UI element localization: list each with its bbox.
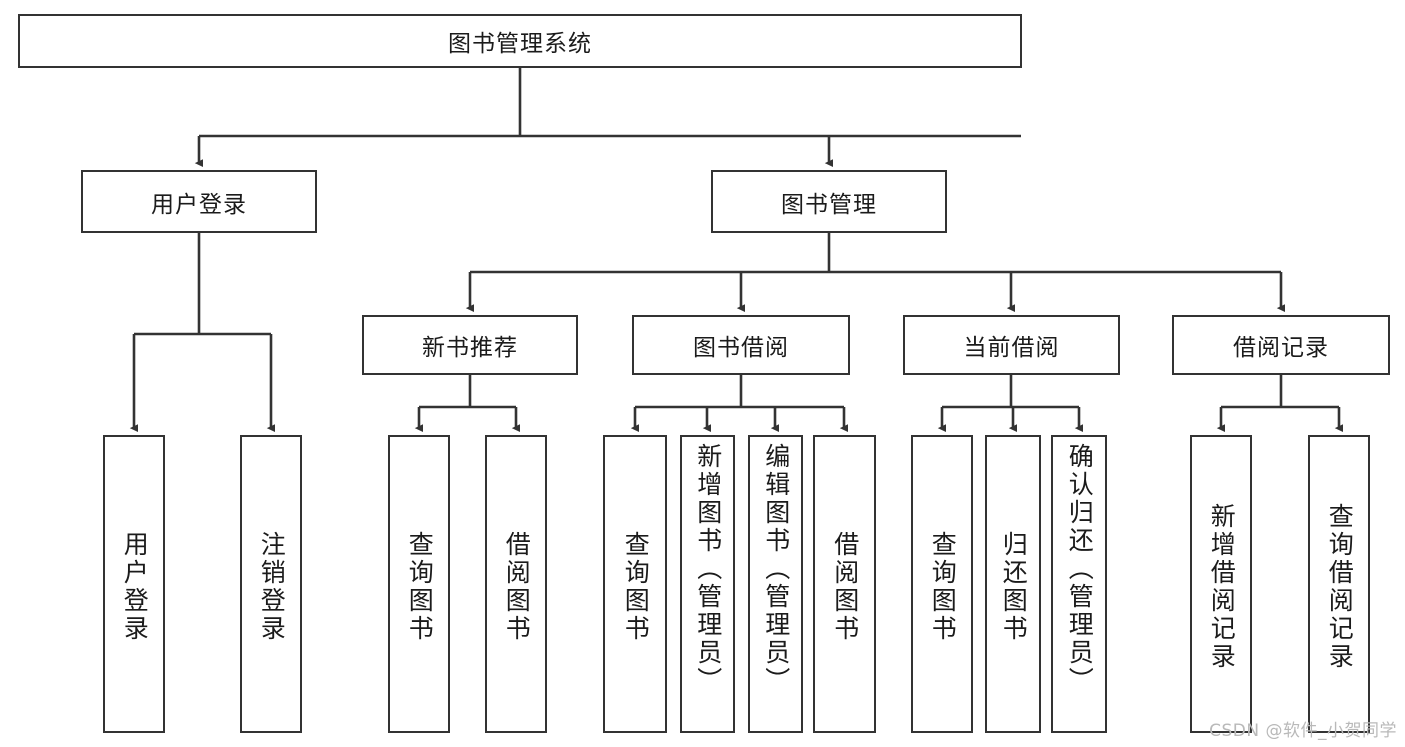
leaf-records-query-record-label: 查询借阅记录: [1325, 503, 1355, 671]
leaf-current-query-book-label: 查询图书: [928, 531, 958, 643]
leaf-current-return-book-label: 归还图书: [999, 531, 1029, 643]
leaf-records-query-record[interactable]: 查询借阅记录: [1308, 435, 1370, 733]
node-current-borrow[interactable]: 当前借阅: [903, 315, 1120, 375]
node-borrow-records[interactable]: 借阅记录: [1172, 315, 1390, 375]
leaf-user-logout-label: 注销登录: [257, 531, 287, 643]
leaf-borrow-lend-book-label: 借阅图书: [830, 531, 860, 643]
watermark: CSDN @软件_小贺同学: [1209, 721, 1397, 741]
node-book-borrow[interactable]: 图书借阅: [632, 315, 850, 375]
node-user-login[interactable]: 用户登录: [81, 170, 317, 233]
leaf-borrow-edit-book-label: 编辑图书（管理员）: [761, 443, 791, 695]
leaf-current-query-book[interactable]: 查询图书: [911, 435, 973, 733]
leaf-current-confirm-return[interactable]: 确认归还（管理员）: [1051, 435, 1107, 733]
leaf-newbook-borrow-book[interactable]: 借阅图书: [485, 435, 547, 733]
node-new-book-recommend[interactable]: 新书推荐: [362, 315, 578, 375]
leaf-current-confirm-return-label: 确认归还（管理员）: [1065, 443, 1095, 695]
leaf-records-add-record[interactable]: 新增借阅记录: [1190, 435, 1252, 733]
leaf-newbook-borrow-book-label: 借阅图书: [502, 531, 532, 643]
leaf-user-login[interactable]: 用户登录: [103, 435, 165, 733]
node-book-management[interactable]: 图书管理: [711, 170, 947, 233]
leaf-borrow-add-book-label: 新增图书（管理员）: [693, 443, 723, 695]
leaf-current-return-book[interactable]: 归还图书: [985, 435, 1041, 733]
leaf-borrow-query-book[interactable]: 查询图书: [603, 435, 667, 733]
leaf-user-login-label: 用户登录: [120, 531, 150, 643]
node-borrow-records-label: 借阅记录: [1233, 335, 1329, 361]
node-root[interactable]: 图书管理系统: [18, 14, 1022, 68]
leaf-newbook-query-book-label: 查询图书: [405, 531, 435, 643]
leaf-borrow-add-book[interactable]: 新增图书（管理员）: [680, 435, 735, 733]
leaf-borrow-query-book-label: 查询图书: [621, 531, 651, 643]
node-book-management-label: 图书管理: [781, 191, 877, 218]
leaf-borrow-lend-book[interactable]: 借阅图书: [813, 435, 876, 733]
leaf-records-add-record-label: 新增借阅记录: [1207, 503, 1237, 671]
node-user-login-label: 用户登录: [151, 191, 247, 218]
leaf-borrow-edit-book[interactable]: 编辑图书（管理员）: [748, 435, 803, 733]
leaf-user-logout[interactable]: 注销登录: [240, 435, 302, 733]
node-current-borrow-label: 当前借阅: [963, 335, 1060, 361]
node-new-book-recommend-label: 新书推荐: [422, 335, 518, 361]
node-root-label: 图书管理系统: [448, 31, 592, 57]
node-book-borrow-label: 图书借阅: [693, 335, 789, 361]
leaf-newbook-query-book[interactable]: 查询图书: [388, 435, 450, 733]
